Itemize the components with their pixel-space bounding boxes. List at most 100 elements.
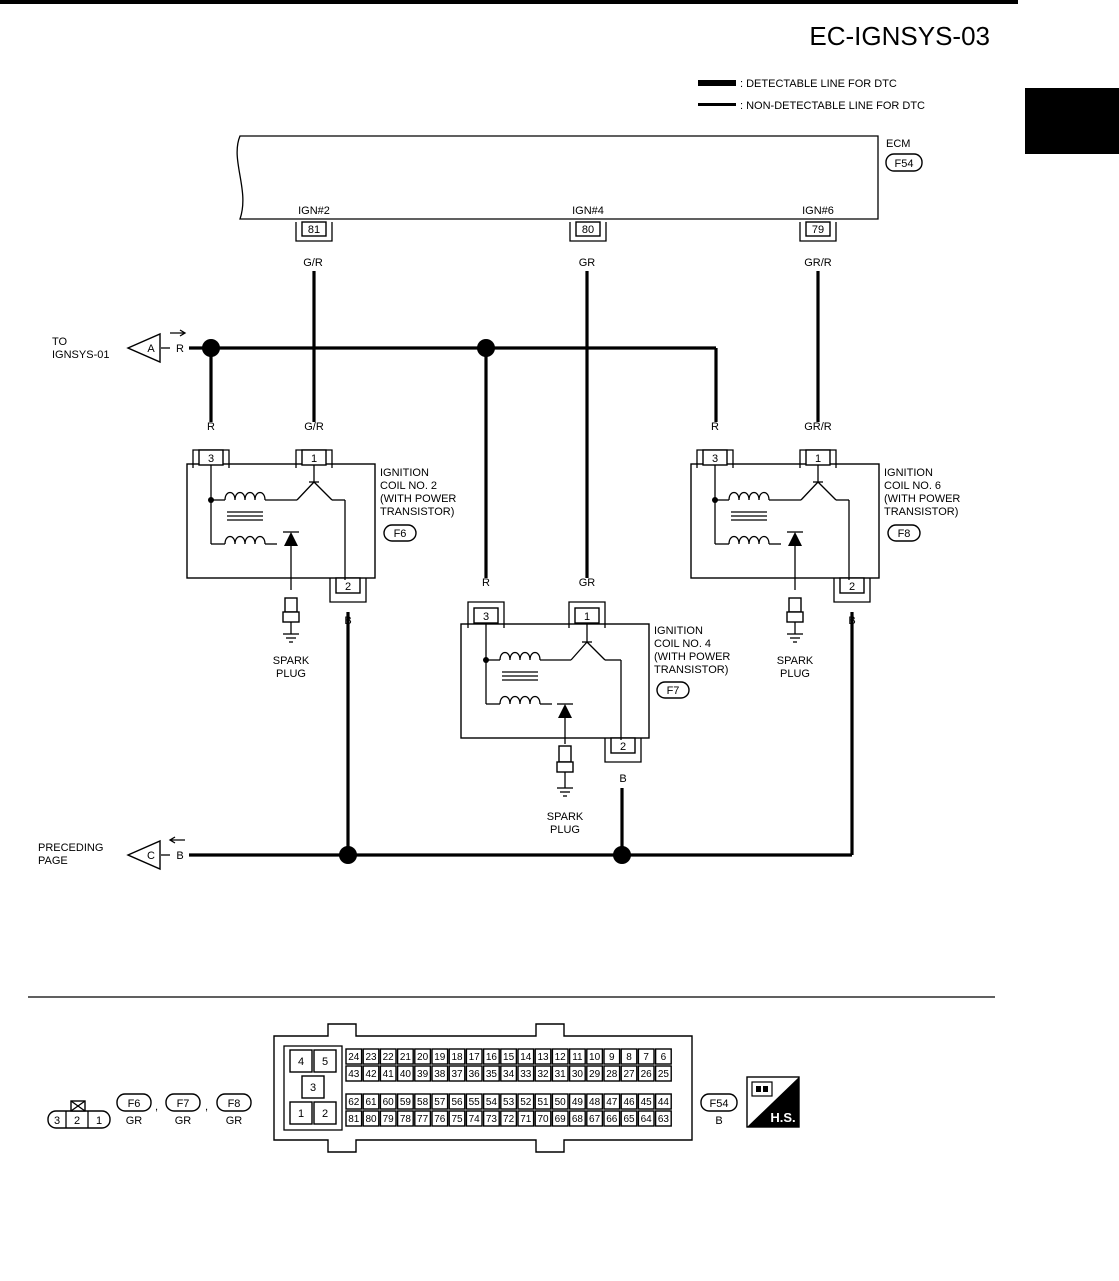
ecm-face-pin: 5	[322, 1056, 328, 1068]
ecm-face-pin: 8	[626, 1052, 632, 1063]
ecm-face-pin: 13	[537, 1052, 549, 1063]
footer-separator: ,	[205, 1101, 208, 1113]
ecm-face-pin-cell	[568, 1048, 586, 1065]
ecm-face-pin: 17	[469, 1052, 481, 1063]
ecm-face-pin-cell	[517, 1093, 535, 1110]
spark-plug-label: PLUG	[550, 824, 580, 836]
ecm-face-pin: 58	[417, 1097, 429, 1108]
ecm-face-pin-cell	[586, 1048, 604, 1065]
ecm-face-pin-cell	[465, 1093, 483, 1110]
ignition-coil-2: R G/R 3 1 2 B	[186, 421, 456, 680]
top-rule	[0, 0, 1018, 4]
ecm-face-pin-cell	[500, 1110, 518, 1127]
ecm-face-pin: 54	[486, 1097, 498, 1108]
ecm-face-pin: 12	[555, 1052, 567, 1063]
detectable-line-swatch	[698, 80, 736, 86]
ecm-signal-label: IGN#6	[802, 205, 834, 217]
ecm-face-pin: 72	[503, 1114, 515, 1125]
coil-pin-2: 2	[849, 581, 855, 593]
coil-pin-1: 1	[584, 611, 590, 623]
ecm-face-pin: 38	[434, 1069, 446, 1080]
ecm-face-pin-cell	[637, 1110, 655, 1127]
ecm-face-pin: 52	[520, 1097, 532, 1108]
wire-color-label: R	[482, 577, 490, 589]
ecm-face-pin: 67	[589, 1114, 601, 1125]
ecm-face-pin-cell	[414, 1065, 432, 1082]
ecm-face-pin-cell	[396, 1110, 414, 1127]
ecm-face-pin: 10	[589, 1052, 601, 1063]
ecm-face-pin-cell	[551, 1110, 569, 1127]
coil-pin-3: 3	[712, 453, 718, 465]
ecm-face-pin-cell	[362, 1065, 380, 1082]
ecm-face-pin-cell	[448, 1048, 466, 1065]
ecm-face-pin: 63	[658, 1114, 670, 1125]
harness-side-icon: H.S.	[746, 1076, 800, 1128]
ecm-face-pin-cell	[500, 1093, 518, 1110]
ecm-face-pin: 18	[451, 1052, 463, 1063]
ignition-coil-4: R GR 3 1 2 B	[460, 577, 730, 836]
coil-label: IGNITION	[380, 467, 429, 479]
ecm-face-pin-cell	[431, 1093, 449, 1110]
ecm-signal-label: IGN#4	[572, 205, 604, 217]
wires	[189, 271, 854, 857]
ecm-face-pin: 46	[623, 1097, 635, 1108]
ecm-face-pin: 50	[555, 1097, 567, 1108]
footer-connector-color: B	[715, 1115, 722, 1127]
coil-label: (WITH POWER	[884, 493, 960, 505]
footer-separator: ,	[155, 1101, 158, 1113]
ecm-face-pin: 22	[383, 1052, 395, 1063]
coil-connector-face: 3 2 1	[47, 1100, 111, 1129]
coil-label: TRANSISTOR)	[884, 506, 958, 518]
coil-label: (WITH POWER	[380, 493, 456, 505]
ecm-face-pin: 7	[643, 1052, 649, 1063]
ecm-face-pin: 81	[348, 1114, 360, 1125]
ecm-face-pin-cell	[637, 1048, 655, 1065]
ecm-face-pin: 61	[365, 1097, 377, 1108]
ecm-face-pin-cell	[586, 1093, 604, 1110]
wire-color-label: GR/R	[804, 257, 832, 269]
ecm-face-pin: 48	[589, 1097, 601, 1108]
ecm-face-pin: 33	[520, 1069, 532, 1080]
spark-plug-label: SPARK	[777, 655, 814, 667]
coil-label: TRANSISTOR)	[380, 506, 454, 518]
wire-color-label: B	[176, 850, 183, 862]
ecm-face-pin-cell	[534, 1065, 552, 1082]
ecm-face-pin-cell	[396, 1048, 414, 1065]
ecm-face-pin-cell	[465, 1065, 483, 1082]
coil-connector-id: F7	[667, 685, 680, 697]
spark-plug-icon	[556, 745, 574, 797]
ecm-face-pin: 59	[400, 1097, 412, 1108]
ecm-face-pin: 27	[623, 1069, 635, 1080]
arrow-right-icon	[170, 329, 187, 337]
footer-connector-color: GR	[175, 1115, 192, 1127]
ecm-face-pin: 51	[537, 1097, 549, 1108]
ecm-face-pin: 11	[572, 1052, 583, 1063]
ecm-face-pin-cell	[517, 1065, 535, 1082]
wire-color-label: GR	[579, 577, 596, 589]
offpage-letter: A	[147, 343, 155, 355]
ecm-face-pin: 23	[365, 1052, 377, 1063]
splice-point	[339, 846, 357, 864]
footer-connector-id: F8	[228, 1098, 241, 1110]
ecm-face-pin: 16	[486, 1052, 498, 1063]
offpage-connector-c: PRECEDING PAGE C B	[38, 836, 185, 871]
ecm-pin-ign6: IGN#6 79 GR/R	[799, 205, 837, 269]
wire-color-label: R	[711, 421, 719, 433]
coil-connector-id: F8	[898, 528, 911, 540]
ecm-face-pin-cell	[379, 1093, 397, 1110]
ecm-face-pin: 41	[383, 1069, 395, 1080]
ecm-face-pin: 4	[298, 1056, 304, 1068]
legend-non-detectable: : NON-DETECTABLE LINE FOR DTC	[740, 100, 925, 112]
ecm-unit: ECM F54	[236, 135, 923, 220]
ecm-face-pin: 24	[348, 1052, 360, 1063]
footer-connector-color: GR	[226, 1115, 243, 1127]
ecm-face-pin: 43	[348, 1069, 360, 1080]
ecm-face-pin-cell	[345, 1048, 363, 1065]
splice-point	[613, 846, 631, 864]
coil-face-pin: 3	[54, 1115, 60, 1127]
ecm-face-pin: 56	[451, 1097, 463, 1108]
ecm-face-pin: 80	[365, 1114, 377, 1125]
